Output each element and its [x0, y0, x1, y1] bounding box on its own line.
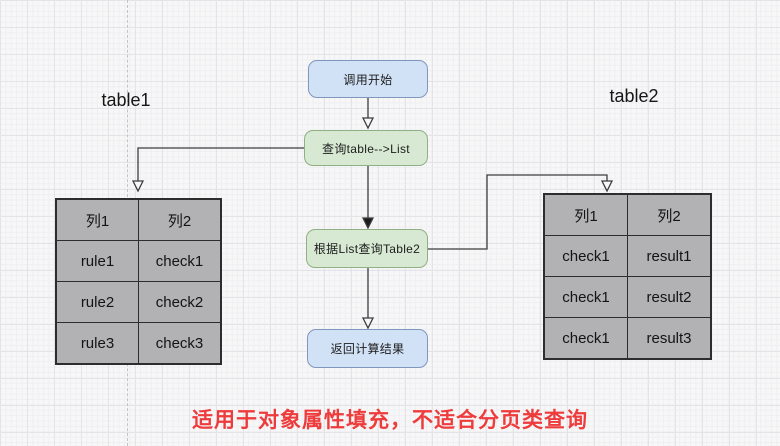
left-table-cell[interactable]: rule3	[55, 322, 139, 365]
annotation-note: 适用于对象属性填充，不适合分页类查询	[192, 409, 588, 432]
arrow-query-table2-to-return	[361, 268, 375, 330]
table-row: rule3 check3	[55, 322, 222, 365]
table-row: check1 result1	[543, 235, 712, 277]
right-table-cell[interactable]: result1	[627, 235, 712, 277]
table-row: check1 result3	[543, 317, 712, 360]
arrow-query-table2-to-table2	[428, 174, 614, 250]
right-table-header-col1[interactable]: 列1	[543, 193, 628, 236]
arrow-start-to-query-list	[361, 98, 375, 130]
left-table-header-row: 列1 列2	[55, 198, 222, 241]
right-table-cell[interactable]: check1	[543, 235, 628, 277]
left-table-cell[interactable]: check1	[138, 240, 222, 282]
arrow-query-list-to-table1	[131, 147, 304, 193]
left-table-header-col1[interactable]: 列1	[55, 198, 139, 241]
table-row: rule2 check2	[55, 281, 222, 323]
right-table-header-col2[interactable]: 列2	[627, 193, 712, 236]
left-table-cell[interactable]: check2	[138, 281, 222, 323]
right-table-cell[interactable]: check1	[543, 276, 628, 318]
left-table-header-col2[interactable]: 列2	[138, 198, 222, 241]
arrow-query-list-to-query-table2	[361, 166, 375, 230]
right-table-cell[interactable]: result2	[627, 276, 712, 318]
left-table-cell[interactable]: rule2	[55, 281, 139, 323]
right-table[interactable]: 列1 列2 check1 result1 check1 result2 chec…	[543, 193, 712, 360]
left-table-cell[interactable]: check3	[138, 322, 222, 365]
table2-label[interactable]: table2	[609, 86, 659, 106]
left-table-cell[interactable]: rule1	[55, 240, 139, 282]
flow-node-query-table2[interactable]: 根据List查询Table2	[306, 229, 428, 268]
table-row: check1 result2	[543, 276, 712, 318]
right-table-header-row: 列1 列2	[543, 193, 712, 236]
right-table-cell[interactable]: check1	[543, 317, 628, 360]
left-table[interactable]: 列1 列2 rule1 check1 rule2 check2 rule3 ch…	[55, 198, 222, 365]
flow-node-query-list[interactable]: 查询table-->List	[304, 130, 428, 166]
table1-label[interactable]: table1	[101, 90, 151, 110]
right-table-cell[interactable]: result3	[627, 317, 712, 360]
flow-node-start[interactable]: 调用开始	[308, 60, 428, 98]
table-row: rule1 check1	[55, 240, 222, 282]
flow-node-return-result[interactable]: 返回计算结果	[307, 329, 428, 368]
